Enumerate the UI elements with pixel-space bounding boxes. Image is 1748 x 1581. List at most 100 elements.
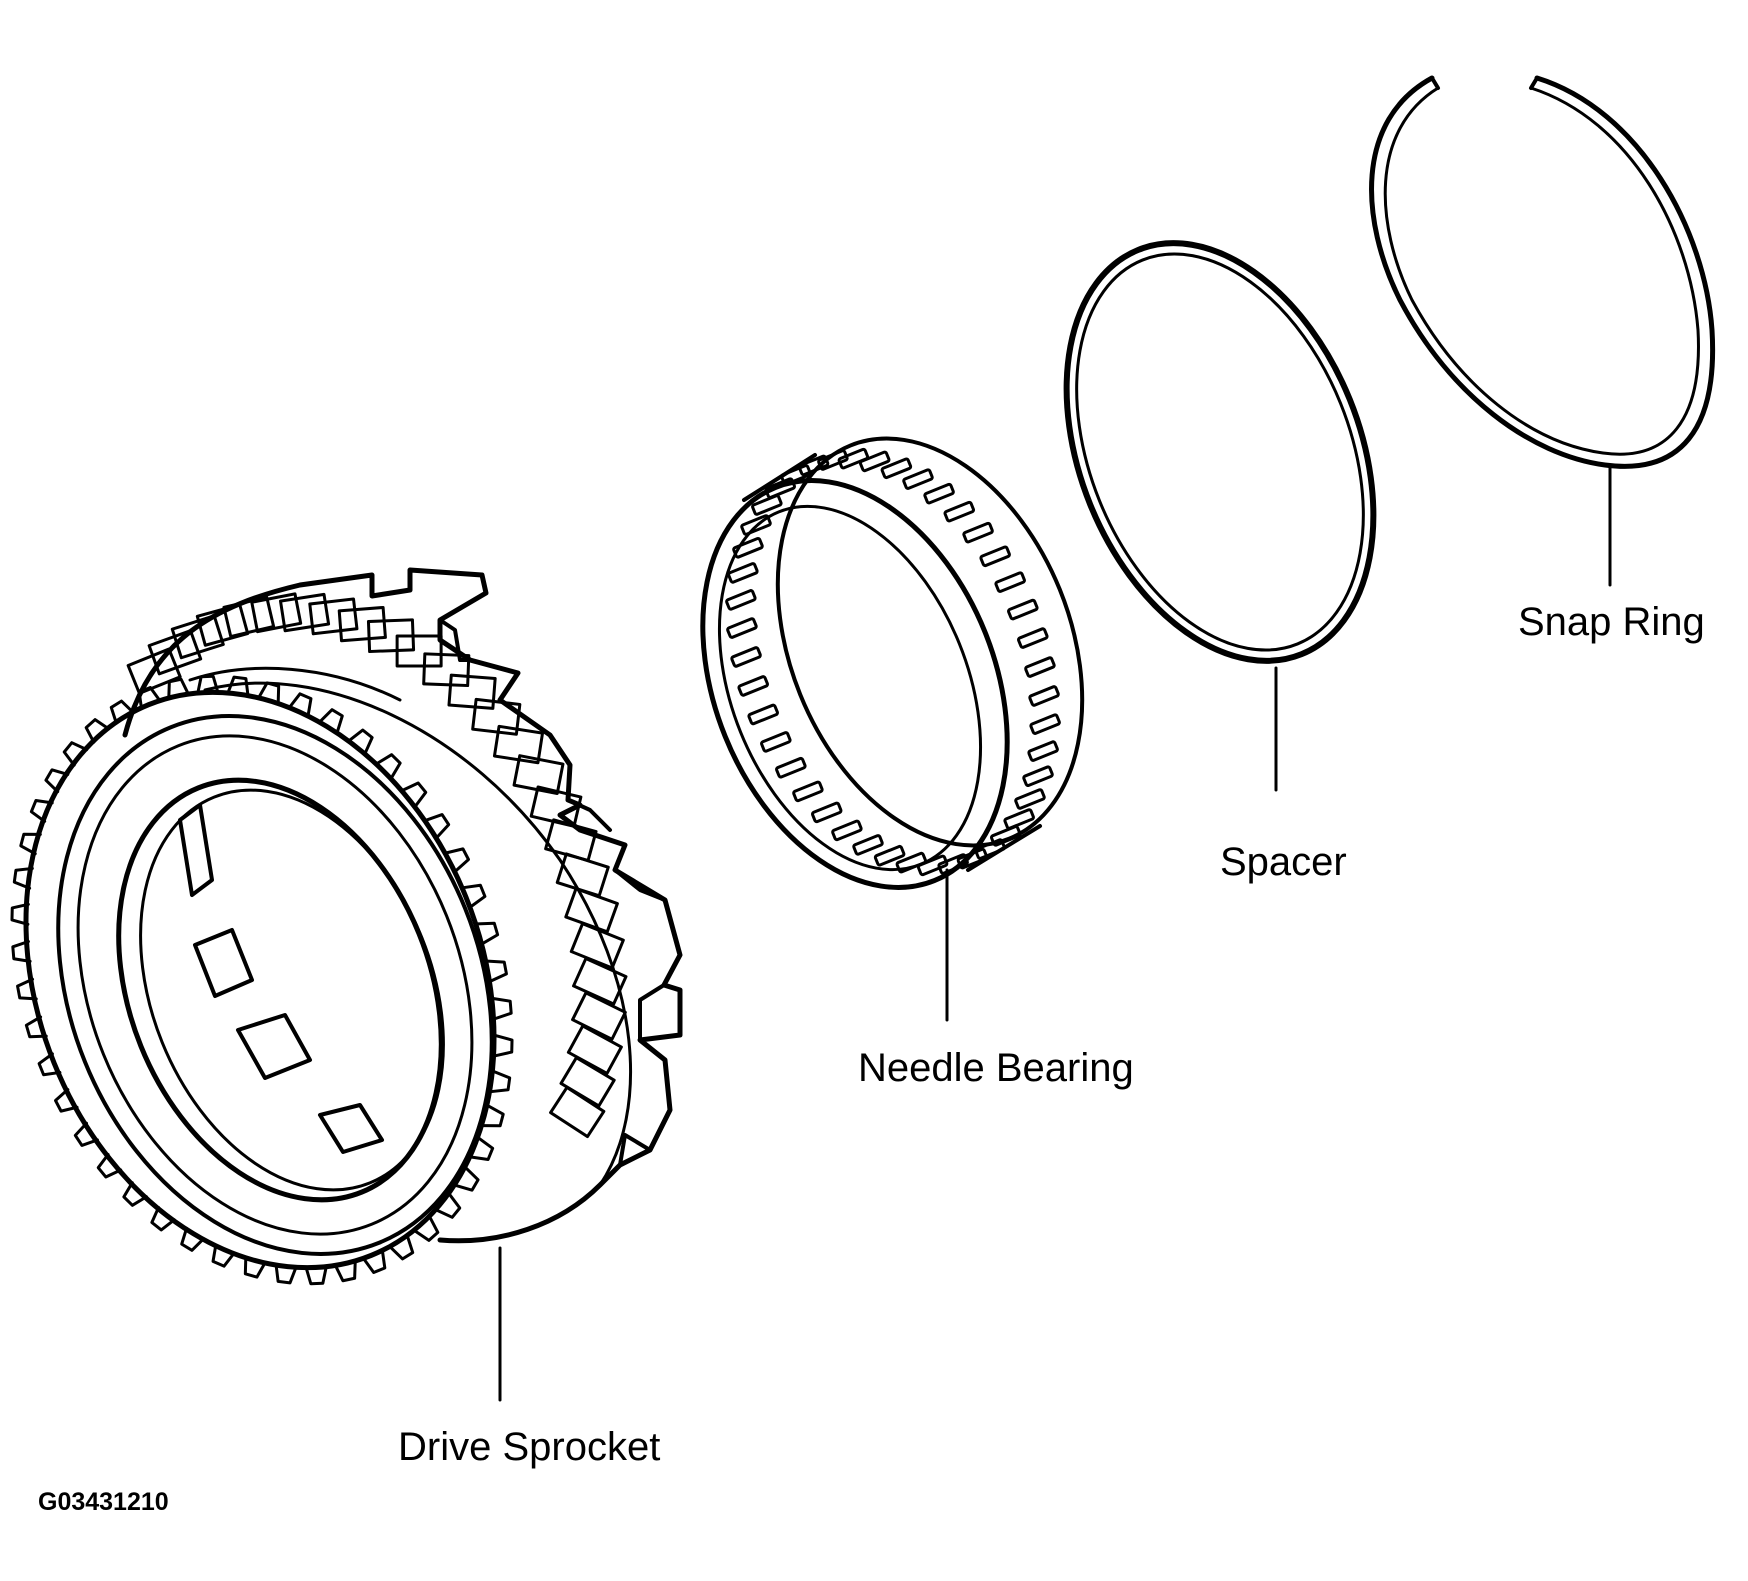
sprocket-tooth <box>109 699 135 725</box>
sprocket-spline-rib <box>447 673 497 710</box>
needle-bearing-slot <box>1028 685 1060 707</box>
sprocket-tooth <box>24 1015 48 1039</box>
sprocket-tooth <box>401 781 428 808</box>
needle-bearing-part <box>700 436 1085 890</box>
sprocket-tooth <box>37 1052 62 1077</box>
needle-bearing-slot <box>974 838 1006 860</box>
sprocket-tooth <box>492 997 513 1021</box>
needle-bearing-slot <box>775 756 807 779</box>
needle-bearing-slot <box>852 834 884 856</box>
sprocket-tooth <box>29 799 54 823</box>
sprocket-tooth <box>96 1152 123 1179</box>
needle-bearing-slot <box>797 454 830 477</box>
needle-bearing-slot <box>873 844 906 867</box>
sprocket-tooth <box>16 977 38 1001</box>
sprocket-tooth <box>334 1260 357 1283</box>
needle-bearing-slot <box>962 521 994 544</box>
sprocket-tooth <box>180 1226 206 1252</box>
needle-bearing-slot <box>737 675 769 697</box>
needle-bearing-slot <box>727 562 759 584</box>
needle-bearing-slot <box>760 731 792 753</box>
sprocket-spline-rib <box>195 603 250 647</box>
spacer-label: Spacer <box>1220 840 1347 884</box>
needle-bearing-slot <box>858 450 891 473</box>
needle-bearing-slot <box>1027 740 1059 762</box>
needle-bearing-slot <box>1024 656 1056 678</box>
needle-bearing-slot <box>740 514 772 536</box>
needle-bearing-slot <box>780 464 812 486</box>
sprocket-tooth <box>482 1104 505 1128</box>
figure-id: G03431210 <box>38 1488 169 1516</box>
sprocket-tooth <box>413 1216 440 1242</box>
needle-bearing-slot <box>1003 808 1035 830</box>
needle-bearing-slot <box>895 851 928 874</box>
sprocket-tooth <box>288 692 313 717</box>
sprocket-tooth <box>226 675 250 697</box>
sprocket-tooth <box>10 902 30 926</box>
needle-bearing-slot <box>747 703 779 726</box>
sprocket-tooth <box>53 1088 79 1113</box>
sprocket-tooth <box>318 708 344 734</box>
sprocket-spline-rib <box>126 647 182 695</box>
needle-bearing-slot <box>923 482 955 505</box>
needle-bearing-slot <box>880 457 913 480</box>
needle-bearing-slot <box>726 617 758 639</box>
sprocket-tooth <box>274 1263 298 1285</box>
needle-bearing-slot <box>730 646 762 668</box>
snap-ring-label: Snap Ring <box>1518 600 1705 644</box>
needle-bearing-slot <box>1014 788 1046 810</box>
needle-bearing-slot <box>916 854 949 877</box>
sprocket-spline-rib <box>571 991 627 1041</box>
needle-bearing-slot <box>837 447 870 470</box>
needle-bearing-slot <box>1017 627 1049 649</box>
sprocket-spline-rib <box>170 614 225 660</box>
needle-bearing-slot <box>831 819 863 842</box>
sprocket-tooth <box>73 1121 99 1147</box>
drive-sprocket-part <box>10 567 683 1286</box>
needle-bearing-slot <box>1029 713 1061 735</box>
sprocket-spline-rib <box>279 592 331 633</box>
sprocket-tooth <box>211 1243 236 1268</box>
sprocket-spline-rib <box>492 724 545 765</box>
sprocket-tooth <box>454 1166 480 1192</box>
sprocket-tooth <box>12 866 34 890</box>
sprocket-tooth <box>486 959 508 983</box>
sprocket-tooth <box>476 921 500 945</box>
needle-bearing-cage-slots <box>725 447 1061 877</box>
sprocket-tooth <box>490 1070 512 1094</box>
needle-bearing-slot <box>792 780 824 803</box>
sprocket-tooth <box>425 813 451 839</box>
sprocket-tooth <box>362 1250 387 1274</box>
needle-bearing-slot <box>810 801 843 824</box>
needle-bearing-slot <box>1022 765 1054 787</box>
sprocket-tooth <box>196 674 220 695</box>
sprocket-tooth <box>348 728 374 755</box>
sprocket-tooth <box>304 1265 328 1286</box>
sprocket-tooth <box>11 939 32 963</box>
sprocket-tooth <box>445 847 471 872</box>
needle-bearing-slot <box>751 494 783 516</box>
sprocket-spline-rib <box>337 605 387 643</box>
sprocket-tooth <box>389 1235 415 1261</box>
sprocket-spline-rib <box>471 697 522 736</box>
sprocket-spline-rib <box>559 1056 616 1108</box>
sprocket-tooth <box>462 883 487 908</box>
needle-bearing-slot <box>1007 598 1039 621</box>
sprocket-spline-rib <box>564 887 619 934</box>
sprocket-spline-rib <box>395 634 443 668</box>
sprocket-tooth <box>494 1034 514 1058</box>
needle-bearing-slot <box>943 500 976 523</box>
sprocket-tooth <box>257 681 281 705</box>
sprocket-tooth <box>44 768 70 794</box>
sprocket-tooth <box>19 832 42 856</box>
sprocket-spline-rib <box>569 922 625 970</box>
sprocket-spline-rib <box>250 592 303 634</box>
sprocket-spline-rib <box>572 957 628 1006</box>
sprocket-tooth <box>122 1181 148 1207</box>
needle-bearing-slot <box>902 468 934 490</box>
sprocket-spline-rib <box>222 595 276 639</box>
drive-sprocket-label: Drive Sprocket <box>398 1425 660 1469</box>
needle-bearing-label: Needle Bearing <box>858 1046 1134 1090</box>
sprocket-tooth <box>376 753 402 779</box>
needle-bearing-slot <box>956 847 989 870</box>
